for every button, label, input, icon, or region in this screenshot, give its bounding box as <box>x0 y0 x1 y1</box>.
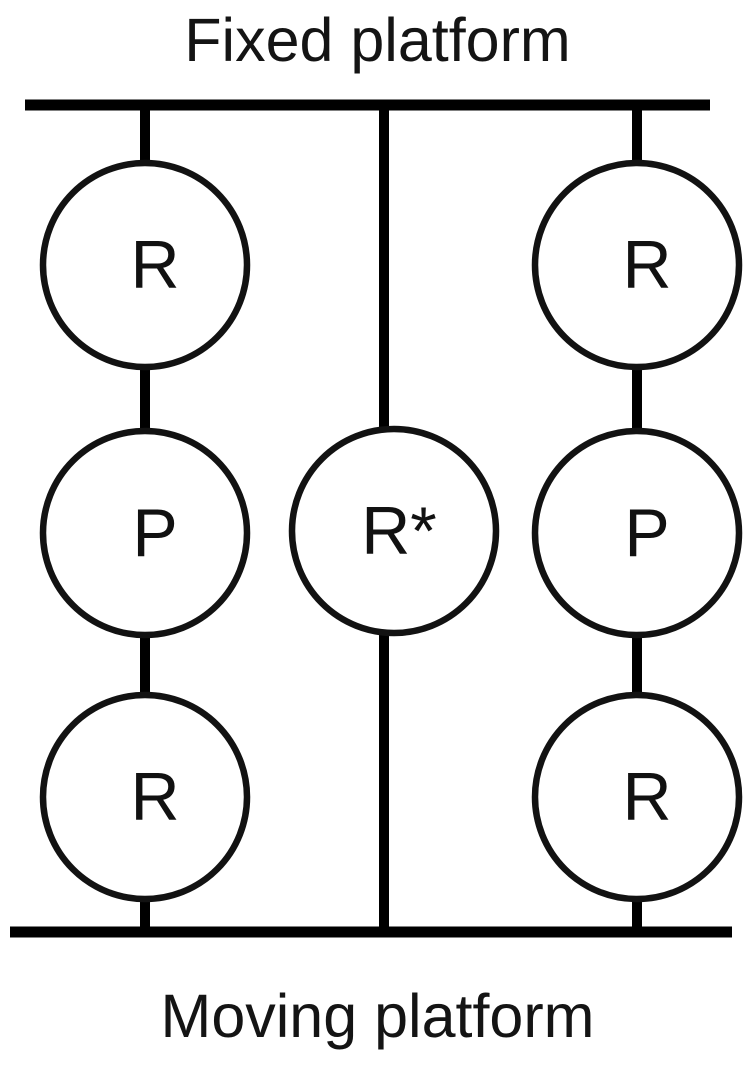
left-joint-middle-circle <box>39 427 251 639</box>
right-joint-middle-circle <box>531 427 743 639</box>
left-joint-top-circle <box>39 159 251 371</box>
middle-joint[interactable]: R* <box>288 425 500 637</box>
right-joint-bottom[interactable]: R <box>531 691 743 903</box>
right-joint-middle-label: P <box>624 495 669 571</box>
right-joint-top[interactable]: R <box>531 159 743 371</box>
right-joint-top-circle <box>531 159 743 371</box>
left-joint-bottom-label: R <box>130 759 179 835</box>
right-joint-bottom-label: R <box>622 759 671 835</box>
middle-joint-circle <box>288 425 500 637</box>
right-joint-middle[interactable]: P <box>531 427 743 639</box>
fixed-platform-label: Fixed platform <box>184 6 571 74</box>
moving-platform-label: Moving platform <box>160 982 595 1050</box>
left-joint-bottom[interactable]: R <box>39 691 251 903</box>
left-joint-middle-label: P <box>132 495 177 571</box>
middle-joint-label: R* <box>361 493 437 569</box>
left-joint-top[interactable]: R <box>39 159 251 371</box>
left-joint-top-label: R <box>130 227 179 303</box>
left-joint-bottom-circle <box>39 691 251 903</box>
right-joint-top-label: R <box>622 227 671 303</box>
right-joint-bottom-circle <box>531 691 743 903</box>
left-joint-middle[interactable]: P <box>39 427 251 639</box>
